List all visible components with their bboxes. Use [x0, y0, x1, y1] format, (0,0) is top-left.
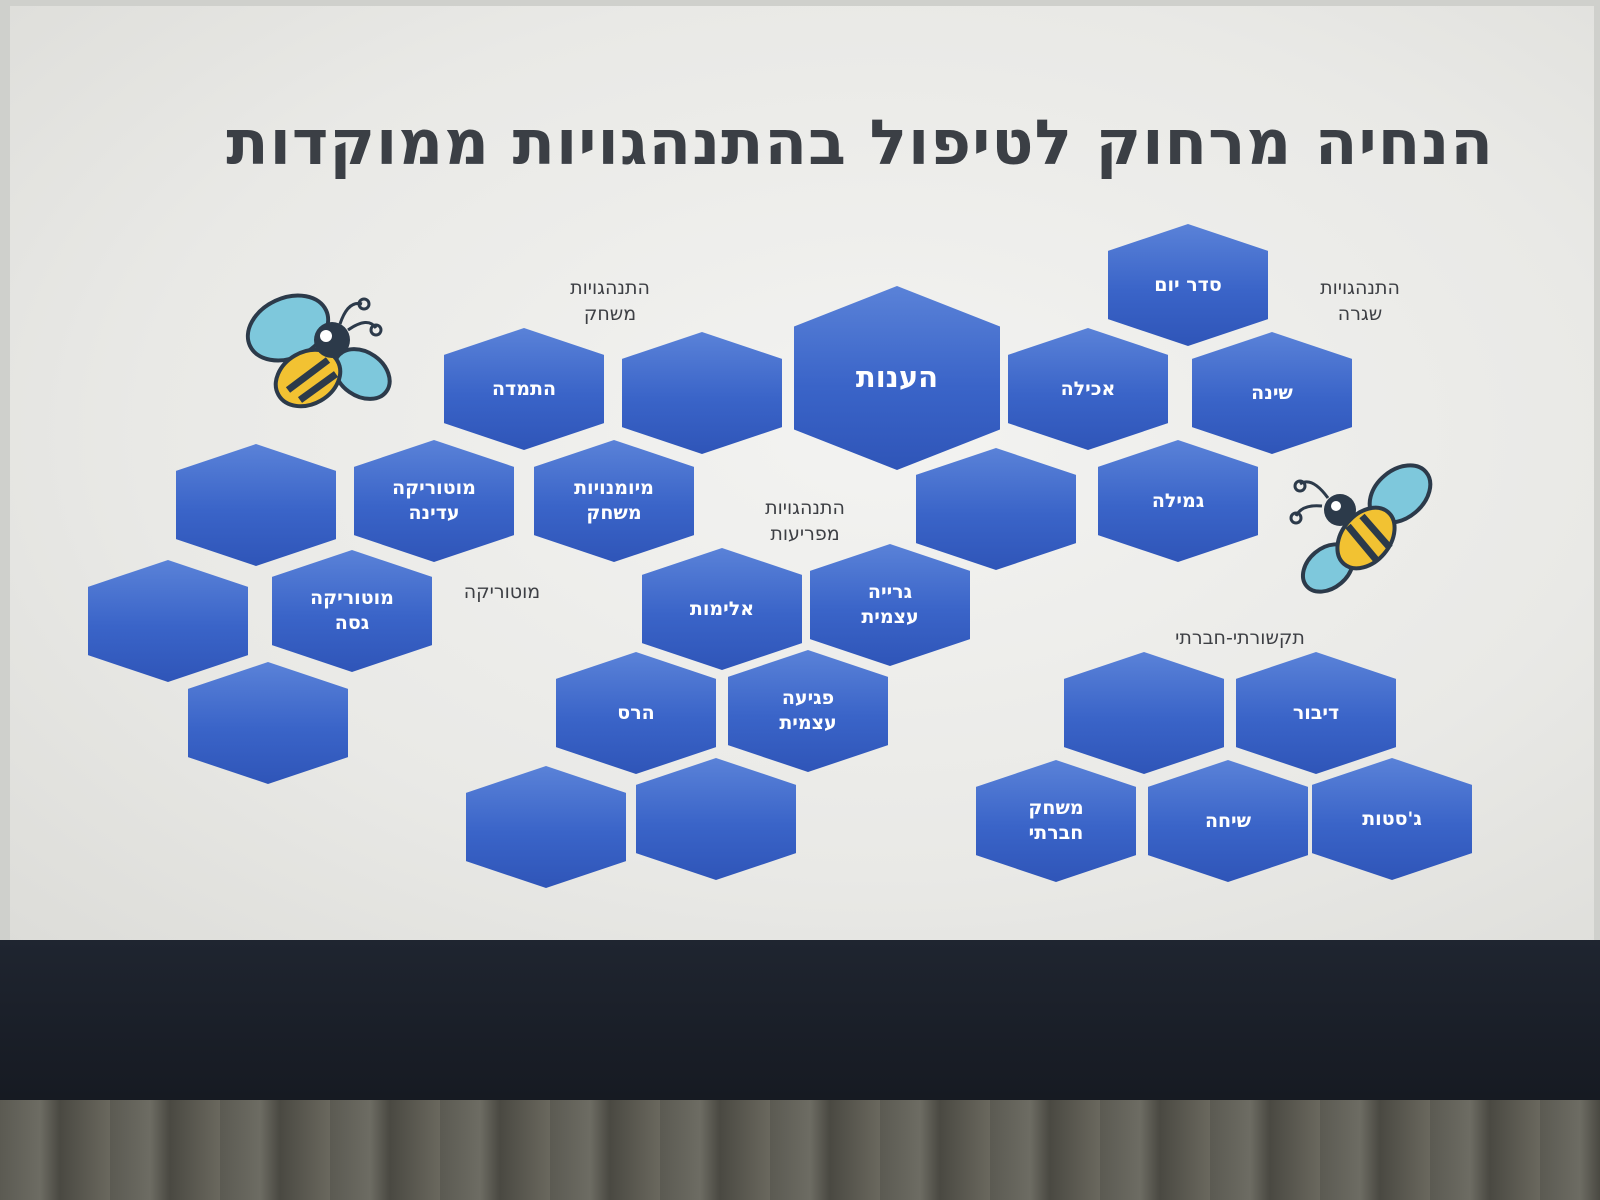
hex-destruction[interactable]: הרס [556, 652, 716, 774]
hex-empty-play[interactable] [622, 332, 782, 454]
hex-gross-motor[interactable]: מוטוריקה גסה [272, 550, 432, 672]
hex-speech[interactable]: דיבור [1236, 652, 1396, 774]
laptop-keyboard-edge [0, 1100, 1600, 1200]
bee-icon-left [245, 293, 392, 409]
hex-play-skills[interactable]: מיומנויות משחק [534, 440, 694, 562]
hex-daily-schedule[interactable]: סדר יום [1108, 224, 1268, 346]
laptop-bezel [0, 940, 1600, 1100]
hex-social-play[interactable]: משחק חברתי [976, 760, 1136, 882]
hex-self-stimulation[interactable]: גרייה עצמית [810, 544, 970, 666]
hex-empty-motor-2[interactable] [88, 560, 248, 682]
presentation-slide: הנחיה מרחוק לטיפול בהתנהגויות ממוקדות הת… [10, 6, 1594, 954]
hex-persistence[interactable]: התמדה [444, 328, 604, 450]
label-routine-behaviors: התנהגויות שגרה [1320, 277, 1400, 325]
hex-eating[interactable]: אכילה [1008, 328, 1168, 450]
label-motor: מוטוריקה [463, 581, 541, 603]
bee-icon-right [1289, 463, 1433, 594]
hex-empty-motor-1[interactable] [176, 444, 336, 566]
hex-empty-routine[interactable] [916, 448, 1076, 570]
hex-empty-disruptive-1[interactable] [466, 766, 626, 888]
hex-weaning[interactable]: גמילה [1098, 440, 1258, 562]
hex-violence[interactable]: אלימות [642, 548, 802, 670]
label-play-behaviors: התנהגויות משחק [570, 277, 650, 325]
hex-self-harm[interactable]: פגיעה עצמית [728, 650, 888, 772]
hex-compliance[interactable]: הענות [794, 286, 1000, 470]
hex-empty-social[interactable] [1064, 652, 1224, 774]
slide-title: הנחיה מרחוק לטיפול בהתנהגויות ממוקדות [226, 106, 1494, 179]
hex-fine-motor[interactable]: מוטוריקה עדינה [354, 440, 514, 562]
hex-conversation[interactable]: שיחה [1148, 760, 1308, 882]
hex-gestures[interactable]: ג'סטות [1312, 758, 1472, 880]
hex-sleep[interactable]: שינה [1192, 332, 1352, 454]
label-disruptive-behaviors: התנהגויות מפריעות [765, 497, 845, 545]
hex-empty-disruptive-2[interactable] [636, 758, 796, 880]
hex-empty-motor-3[interactable] [188, 662, 348, 784]
label-social-communication: תקשורתי-חברתי [1175, 627, 1305, 649]
